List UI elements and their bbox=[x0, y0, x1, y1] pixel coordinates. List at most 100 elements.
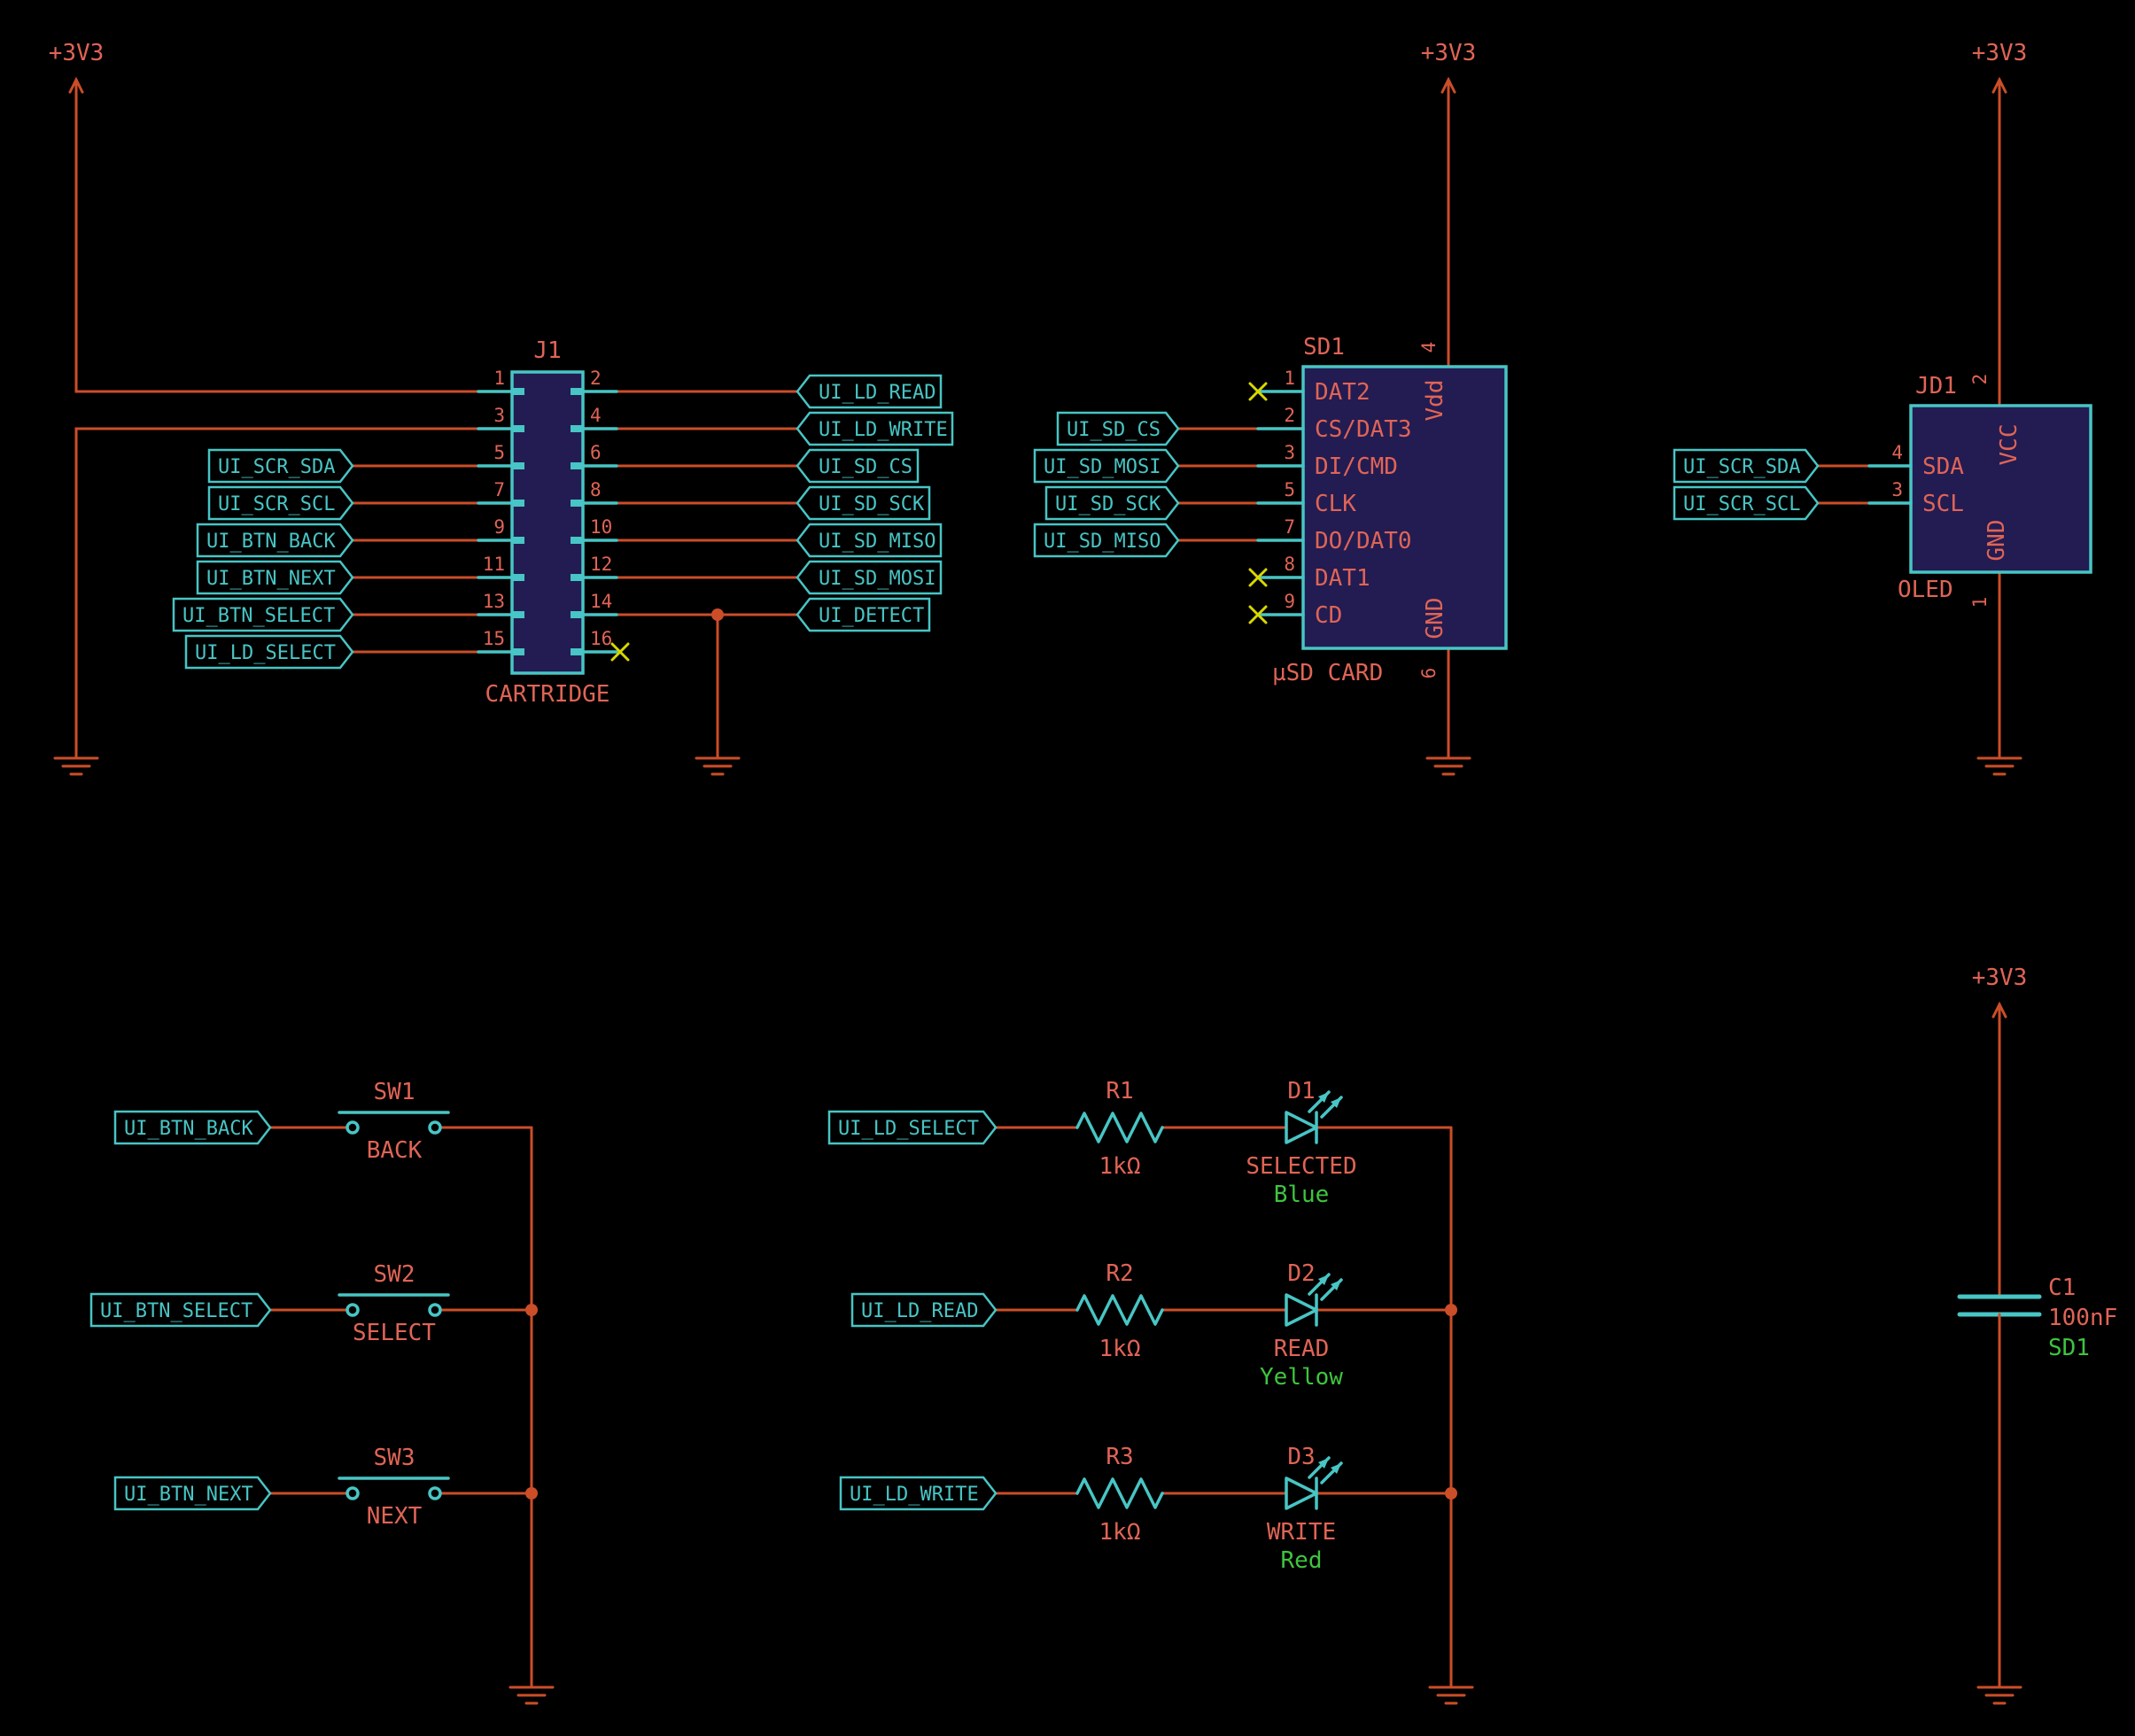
gnd-symbol[interactable] bbox=[1976, 1686, 2022, 1705]
junction-dot[interactable] bbox=[525, 1487, 538, 1500]
pin-number: 6 bbox=[1418, 668, 1440, 679]
pin-number: 1 bbox=[1284, 368, 1295, 389]
gnd-icon bbox=[1976, 1686, 2022, 1705]
gnd-icon bbox=[1428, 1686, 1474, 1705]
pin-number: 8 bbox=[590, 479, 602, 500]
global-label[interactable]: UI_LD_WRITE bbox=[839, 1476, 998, 1511]
capacitor-c1[interactable]: C1 100nF SD1 bbox=[1957, 1275, 2117, 1361]
label-shape bbox=[184, 634, 354, 670]
microsd-socket-sd1[interactable]: 1 2 3 5 7 8 9 DAT2 CS/DAT3 DI/CMD CLK DO… bbox=[1256, 334, 1508, 686]
global-label[interactable]: UI_BTN_BACK bbox=[113, 1110, 272, 1145]
global-label[interactable]: UI_SD_MOSI bbox=[1033, 448, 1180, 484]
oled-connector-jd1[interactable]: 4 3 SDA SCL 2 VCC 1 GND JD1 OLED bbox=[1867, 373, 2092, 608]
global-label[interactable]: UI_SCR_SCL bbox=[1673, 485, 1820, 521]
pin-number: 1 bbox=[1969, 597, 1991, 608]
wire[interactable] bbox=[1816, 464, 1871, 505]
global-label[interactable]: UI_LD_WRITE bbox=[796, 411, 954, 446]
global-label[interactable]: UI_DETECT bbox=[796, 597, 931, 632]
pin-name: DAT2 bbox=[1315, 379, 1370, 406]
global-label[interactable]: UI_BTN_SELECT bbox=[172, 597, 354, 632]
gnd-symbol[interactable] bbox=[509, 1686, 555, 1705]
power-symbol-3v3[interactable]: +3V3 bbox=[49, 40, 105, 94]
wire[interactable] bbox=[74, 427, 480, 760]
gnd-icon bbox=[53, 756, 99, 776]
wire[interactable] bbox=[1176, 427, 1260, 542]
no-connect-icon[interactable] bbox=[1248, 605, 1268, 624]
value: 1kΩ bbox=[1099, 1153, 1141, 1180]
global-label[interactable]: UI_LD_READ bbox=[850, 1292, 998, 1328]
global-label[interactable]: UI_BTN_SELECT bbox=[89, 1292, 272, 1328]
resistor-r1[interactable]: R1 1kΩ bbox=[1075, 1078, 1164, 1180]
junction-dot[interactable] bbox=[1445, 1304, 1457, 1316]
no-connect-icon[interactable] bbox=[1248, 382, 1268, 401]
label-shape bbox=[207, 485, 354, 521]
global-label[interactable]: UI_BTN_NEXT bbox=[196, 560, 354, 595]
push-button-sw3[interactable]: SW3 NEXT bbox=[338, 1445, 450, 1530]
global-label[interactable]: UI_SD_SCK bbox=[1044, 485, 1180, 521]
gnd-symbol[interactable] bbox=[695, 756, 741, 776]
pin-number: 8 bbox=[1284, 554, 1295, 575]
power-symbol-3v3[interactable]: +3V3 bbox=[1972, 40, 2028, 94]
global-label[interactable]: UI_SD_SCK bbox=[796, 485, 931, 521]
global-label[interactable]: UI_SD_MISO bbox=[1033, 523, 1180, 558]
net-label: UI_BTN_SELECT bbox=[100, 1300, 252, 1322]
gnd-symbol[interactable] bbox=[1425, 756, 1471, 776]
resistor-r2[interactable]: R2 1kΩ bbox=[1075, 1260, 1164, 1362]
reference: D1 bbox=[1287, 1078, 1315, 1104]
global-label[interactable]: UI_SCR_SDA bbox=[1673, 448, 1820, 484]
net-label: UI_LD_WRITE bbox=[819, 419, 948, 441]
global-label[interactable]: UI_SCR_SDA bbox=[207, 448, 354, 484]
pin-number: 7 bbox=[1284, 516, 1295, 538]
diode-triangle bbox=[1285, 1293, 1318, 1327]
arrowhead bbox=[1331, 1280, 1341, 1290]
global-label[interactable]: UI_LD_SELECT bbox=[184, 634, 354, 670]
no-connect-icon[interactable] bbox=[610, 642, 630, 662]
pin-number: 13 bbox=[483, 591, 505, 612]
pin-stubs-right bbox=[581, 390, 618, 654]
label-shape bbox=[796, 374, 943, 409]
pin-number: 3 bbox=[1284, 442, 1295, 463]
global-label[interactable]: UI_LD_SELECT bbox=[827, 1110, 998, 1145]
wire[interactable] bbox=[74, 78, 480, 393]
junction-dot[interactable] bbox=[525, 1304, 538, 1316]
value: READ bbox=[1274, 1336, 1330, 1362]
component-body bbox=[1909, 404, 2092, 574]
global-label[interactable]: UI_LD_READ bbox=[796, 374, 943, 409]
arrowhead bbox=[1331, 1097, 1341, 1108]
global-label[interactable]: UI_BTN_NEXT bbox=[113, 1476, 272, 1511]
global-label[interactable]: UI_SD_MISO bbox=[796, 523, 943, 558]
connector-j1-cartridge[interactable]: 1 3 5 7 9 11 13 15 2 4 6 8 10 12 14 16 J… bbox=[477, 337, 618, 708]
switch-contact bbox=[345, 1120, 360, 1135]
push-button-sw2[interactable]: SW2 SELECT bbox=[338, 1261, 450, 1346]
label-shape bbox=[113, 1110, 272, 1145]
resistor-r3[interactable]: R3 1kΩ bbox=[1075, 1444, 1164, 1546]
push-button-sw1[interactable]: SW1 BACK bbox=[338, 1079, 450, 1164]
reference: J1 bbox=[533, 337, 561, 364]
label-shape bbox=[1056, 411, 1180, 446]
net-label: UI_DETECT bbox=[819, 605, 924, 627]
no-connect-icon[interactable] bbox=[1248, 568, 1268, 587]
label-shape bbox=[172, 597, 354, 632]
arrowhead bbox=[1331, 1463, 1341, 1474]
led-d2[interactable]: D2 READ Yellow bbox=[1260, 1260, 1343, 1391]
pin-name: SCL bbox=[1922, 491, 1964, 517]
gnd-symbol[interactable] bbox=[1976, 756, 2022, 776]
global-label[interactable]: UI_SCR_SCL bbox=[207, 485, 354, 521]
value: SELECT bbox=[353, 1320, 436, 1346]
value: SELECTED bbox=[1246, 1153, 1356, 1180]
led-d3[interactable]: D3 WRITE Red bbox=[1267, 1444, 1343, 1574]
value: 1kΩ bbox=[1099, 1519, 1141, 1546]
led-d1[interactable]: D1 SELECTED Blue bbox=[1246, 1078, 1356, 1208]
gnd-symbol[interactable] bbox=[53, 756, 99, 776]
power-symbol-3v3[interactable]: +3V3 bbox=[1421, 40, 1477, 94]
global-label[interactable]: UI_BTN_BACK bbox=[196, 523, 354, 558]
global-label[interactable]: UI_SD_CS bbox=[796, 448, 920, 484]
value: 100nF bbox=[2048, 1305, 2117, 1331]
switch-contact bbox=[428, 1303, 442, 1317]
global-label[interactable]: UI_SD_CS bbox=[1056, 411, 1180, 446]
gnd-symbol[interactable] bbox=[1428, 1686, 1474, 1705]
junction-dot[interactable] bbox=[1445, 1487, 1457, 1500]
power-net-label: +3V3 bbox=[49, 40, 105, 66]
pin-name: VCC bbox=[1996, 424, 2022, 466]
global-label[interactable]: UI_SD_MOSI bbox=[796, 560, 943, 595]
